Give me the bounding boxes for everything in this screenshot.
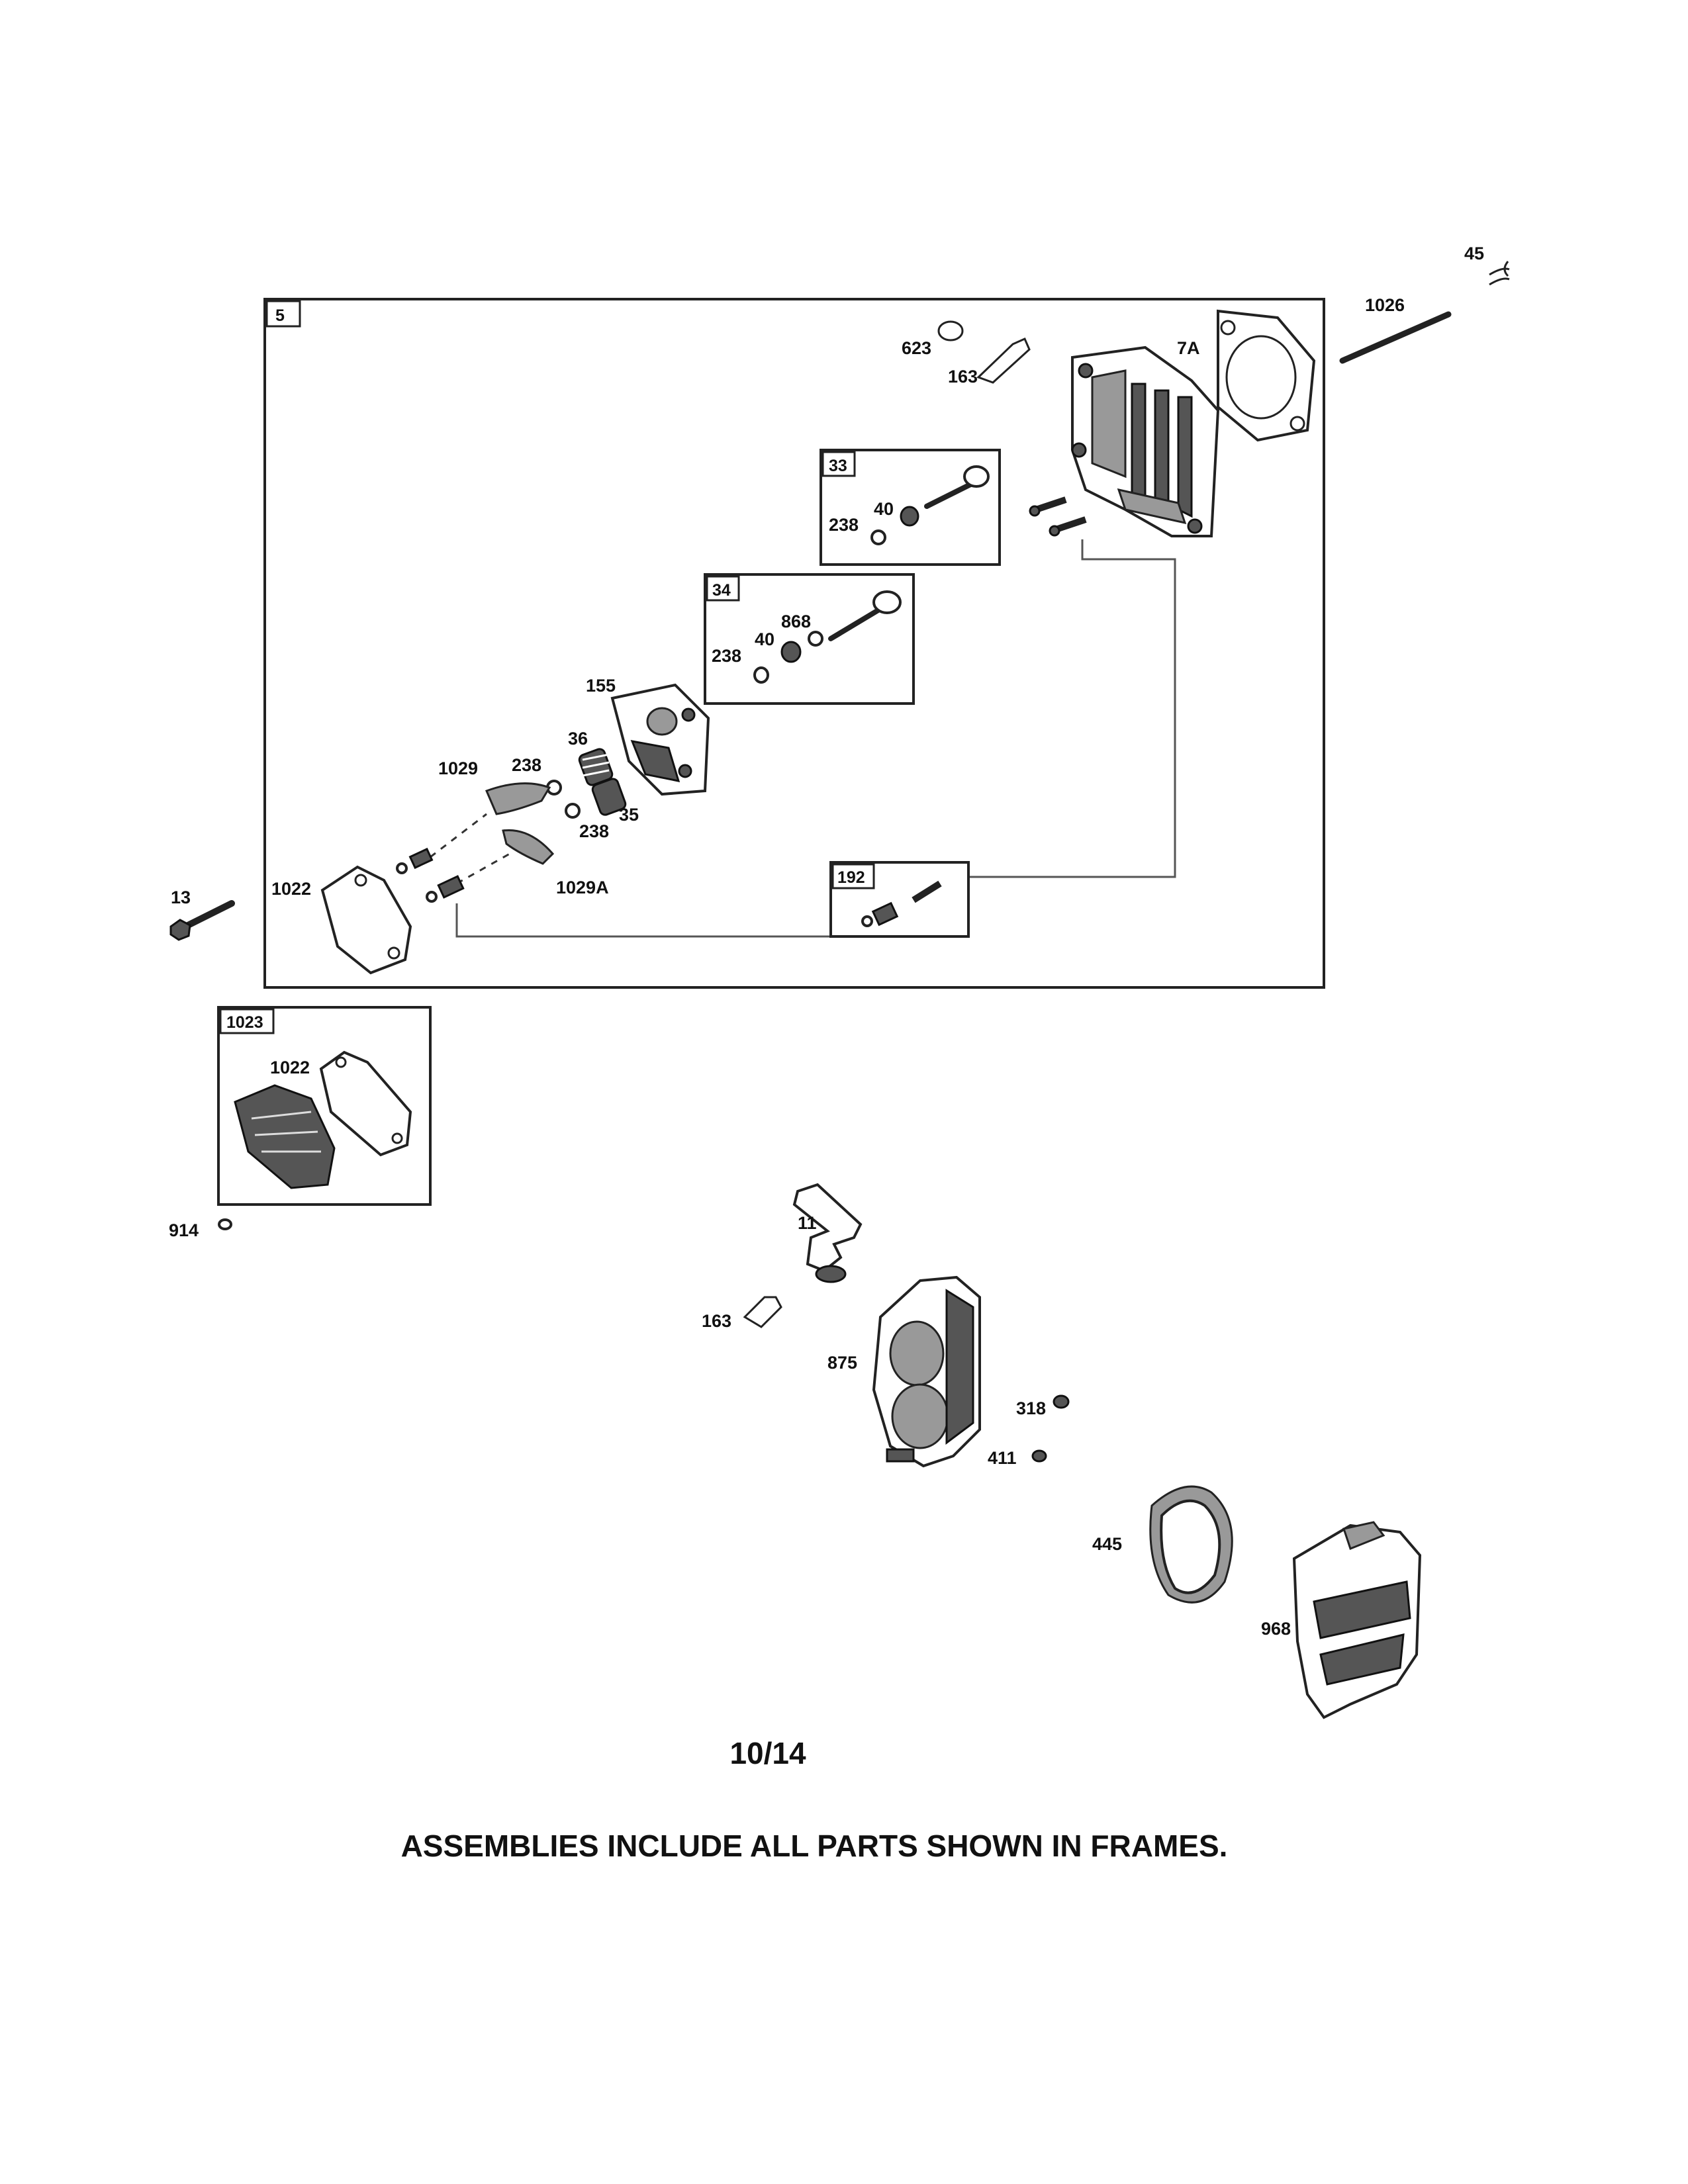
frame-1023-label: 1023 [226, 1013, 263, 1032]
callout-35: 35 [619, 805, 639, 825]
part-411-nut: 411 [988, 1448, 1047, 1468]
part-1026-pushrod: 1026 [1339, 295, 1452, 364]
part-35-valve-spring: 35 [591, 778, 639, 825]
callout-914: 914 [169, 1220, 199, 1240]
part-1022-cover-gasket-main: 1022 [271, 865, 412, 975]
assembly-frame-192: 192 [829, 861, 970, 938]
assembly-frame-34: 34 868 40 238 [704, 573, 915, 705]
part-rocker-studs [396, 813, 510, 903]
part-cylinder-head [1071, 345, 1220, 537]
callout-34-238: 238 [712, 646, 741, 666]
part-1029a-rocker-arm: 1029A [502, 829, 609, 897]
part-914-screw: 914 [169, 1218, 232, 1240]
callout-238-b: 238 [579, 821, 609, 841]
callout-1026: 1026 [1365, 295, 1405, 315]
part-11-elbow: 11 [792, 1183, 863, 1283]
part-1029-rocker-arm: 1029 [438, 758, 551, 815]
callout-1029a: 1029A [556, 878, 609, 897]
page-number: 10/14 [729, 1736, 806, 1770]
callout-33-238: 238 [829, 515, 859, 535]
callout-163-top: 163 [948, 367, 978, 387]
callout-45: 45 [1464, 244, 1484, 263]
frame-5-label: 5 [275, 306, 285, 325]
part-36-valve-spring: 36 [568, 729, 614, 786]
part-163-gasket-top: 163 [948, 338, 1031, 387]
callout-1029: 1029 [438, 758, 478, 778]
part-875-air-cleaner-base: 875 [827, 1275, 981, 1468]
part-968-air-cleaner-cover: 968 [1261, 1521, 1422, 1719]
callout-11: 11 [798, 1213, 817, 1233]
part-445-air-filter: 445 [1092, 1485, 1233, 1604]
callout-34-868: 868 [781, 612, 811, 631]
part-head-studs [1029, 496, 1087, 537]
frame-33-label: 33 [829, 457, 847, 475]
callout-34-40: 40 [755, 629, 774, 649]
connector-192-to-breather [455, 903, 831, 938]
frame-192-label: 192 [837, 868, 865, 887]
callout-1022-main: 1022 [271, 879, 311, 899]
assembly-frame-33: 33 40 238 [820, 449, 1001, 566]
callout-411: 411 [988, 1448, 1017, 1468]
connector-head-to-192 [970, 539, 1176, 878]
callout-875: 875 [827, 1353, 857, 1373]
part-45-clip: 45 [1464, 244, 1510, 286]
assembly-frame-1023: 1023 1022 [217, 1006, 432, 1206]
callout-163-bottom: 163 [702, 1311, 731, 1331]
part-163-gasket-bottom: 163 [702, 1296, 782, 1331]
part-623-oring: 623 [902, 320, 964, 358]
part-238-keeper-a: 238 [512, 755, 562, 796]
frame-34-label: 34 [712, 581, 731, 600]
callout-1022-cover: 1022 [270, 1058, 310, 1077]
part-13-bolt: 13 [169, 887, 235, 941]
callout-33-40: 40 [874, 499, 894, 519]
part-238-keeper-b: 238 [565, 803, 609, 841]
callout-13: 13 [171, 887, 191, 907]
callout-968: 968 [1261, 1619, 1291, 1639]
callout-238-a: 238 [512, 755, 541, 775]
callout-445: 445 [1092, 1534, 1122, 1554]
callout-155: 155 [586, 676, 616, 696]
callout-318: 318 [1016, 1398, 1046, 1418]
callout-36: 36 [568, 729, 588, 749]
assemblies-note: ASSEMBLIES INCLUDE ALL PARTS SHOWN IN FR… [400, 1829, 1228, 1863]
part-155-rocker-plate: 155 [586, 676, 710, 796]
assembly-frame-5: 5 [263, 298, 1325, 989]
part-318-screw: 318 [1016, 1394, 1070, 1418]
callout-623: 623 [902, 338, 931, 358]
part-7a-head-gasket: 7A [1177, 309, 1316, 442]
callout-7a: 7A [1177, 338, 1200, 358]
